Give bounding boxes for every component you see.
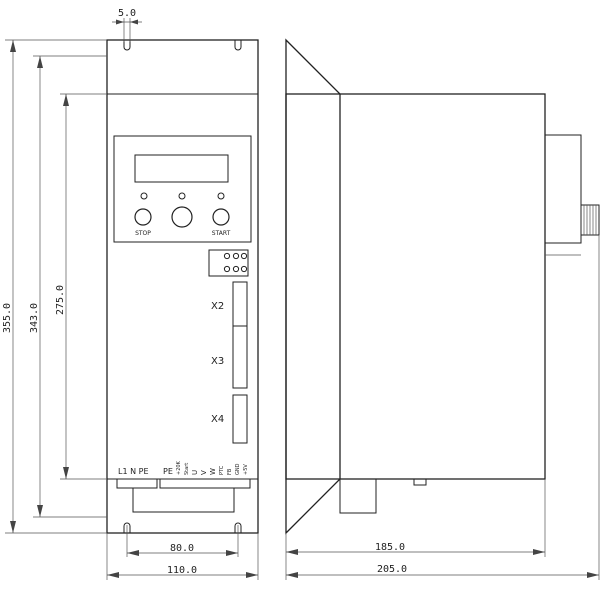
x3-label: X3 [211, 356, 224, 367]
connector-x3 [232, 325, 248, 389]
dim-side-depth: 185.0 [375, 542, 405, 553]
mount-slot-top-left [123, 40, 131, 51]
terminal-label: GND [235, 463, 241, 475]
dimension-lines: 355.0 343.0 275.0 5.0 80.0 110.0 [2, 8, 600, 580]
six-pin-connector [208, 249, 249, 277]
terminal-label: +5V [243, 464, 249, 475]
dim-slot-width: 5.0 [118, 8, 136, 19]
pin-hole [240, 265, 248, 273]
signal-terminal-labels: +20K Start U V W PTC FB GND +5V [176, 460, 249, 475]
side-flange [285, 38, 341, 535]
side-bottom-bracket [339, 478, 377, 514]
pe-terminal-label: PE [163, 467, 173, 476]
rear-mount-box [544, 134, 582, 244]
display-window [134, 154, 229, 183]
dim-body-height: 343.0 [29, 303, 40, 333]
stop-label: STOP [135, 230, 151, 237]
pin-hole [223, 252, 231, 260]
x4-label: X4 [211, 414, 224, 425]
side-housing [285, 93, 546, 480]
pin-hole [223, 265, 231, 273]
front-view: STOP START X2 X3 X4 L1 N PE PE +20K Star… [106, 39, 259, 534]
connector-x4 [232, 394, 248, 444]
start-button[interactable] [212, 208, 230, 226]
terminal-label: Start [184, 463, 190, 475]
knob-knurling [583, 205, 597, 235]
led-middle [178, 192, 186, 200]
dim-mount-spacing: 80.0 [170, 543, 194, 554]
power-terminal-label: L1 N PE [118, 467, 149, 476]
dim-side-total-depth: 205.0 [377, 564, 407, 575]
dim-panel-height: 275.0 [55, 285, 66, 315]
front-housing [106, 39, 259, 534]
signal-terminal-block [159, 478, 251, 489]
side-view [285, 38, 600, 535]
terminal-label: U [191, 470, 199, 475]
pin-hole [232, 265, 240, 273]
terminal-label: W [209, 468, 217, 475]
mount-slot-bottom-right [234, 522, 242, 533]
led-right [217, 192, 225, 200]
terminal-label: PTC [219, 465, 225, 475]
dim-front-width: 110.0 [167, 565, 197, 576]
stop-button[interactable] [134, 208, 152, 226]
terminal-label: +20K [176, 460, 182, 475]
connector-x2 [232, 281, 248, 327]
pin-hole [240, 252, 248, 260]
pin-hole [232, 252, 240, 260]
terminal-label: FB [227, 468, 233, 475]
control-panel [113, 135, 252, 243]
led-left [140, 192, 148, 200]
x2-label: X2 [211, 301, 224, 312]
start-label: START [212, 230, 231, 237]
terminal-label: V [200, 470, 208, 475]
mount-slot-top-right [234, 40, 242, 51]
power-terminal-block [116, 478, 158, 489]
mount-slot-bottom-left [123, 522, 131, 533]
dim-total-height: 355.0 [2, 303, 13, 333]
lower-bracket [132, 488, 235, 513]
center-button[interactable] [171, 206, 193, 228]
side-bottom-tab [413, 478, 427, 486]
